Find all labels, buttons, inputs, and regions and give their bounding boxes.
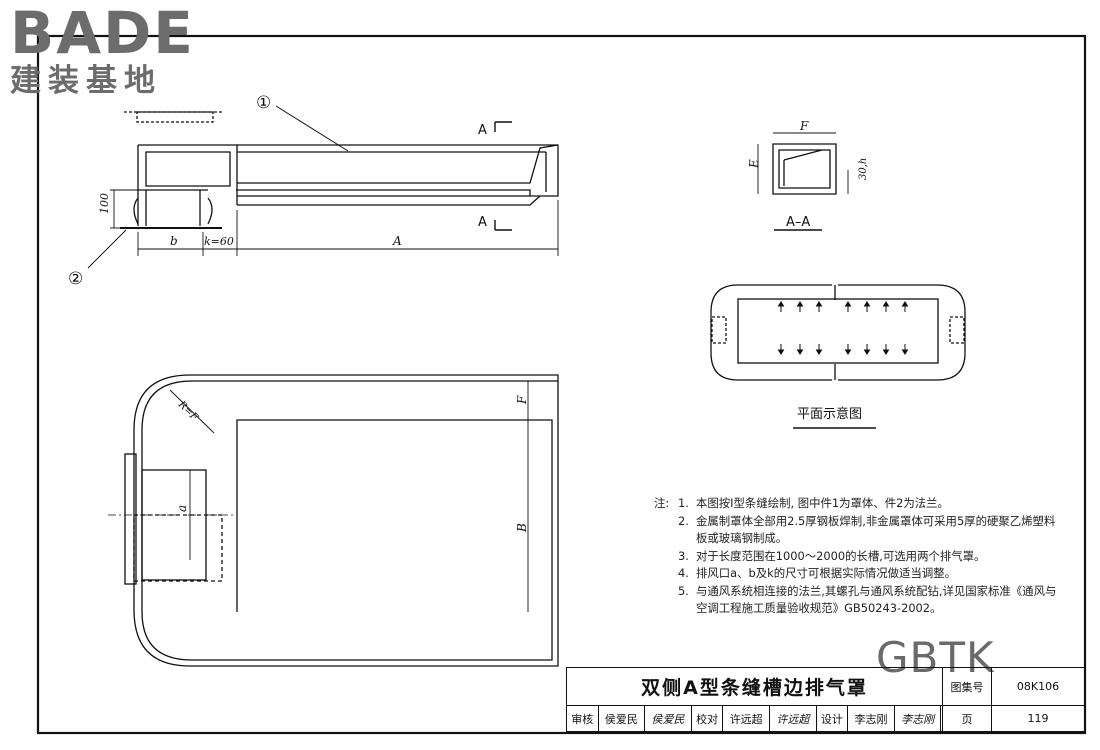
dim-F-section: F (799, 119, 809, 133)
notes-block: 注: 1. 本图按Ⅰ型条缝绘制, 图中件1为罩体、件2为法兰。 2. 金属制罩体全部用2… (654, 495, 1064, 618)
page-label: 页 (942, 705, 992, 732)
note-item: 5. 与通风系统相连接的法兰,其螺孔与通风系统配钻,详见国家标准《通风与空调工程施… (654, 583, 1064, 618)
note-number: 5. (678, 583, 689, 598)
plan-airflow-arrows (777, 301, 909, 355)
elevation-dimensions (110, 189, 559, 256)
atlas-number: 08K106 (991, 667, 1085, 706)
logo-subtitle: 建装基地 (10, 63, 162, 99)
note-number: 4. (678, 566, 689, 580)
airflow-arrowhead (901, 301, 909, 307)
section-mark-bottom: A (478, 215, 487, 230)
airflow-arrowhead (863, 301, 871, 307)
note-number: 3. (678, 548, 689, 563)
airflow-arrowhead (815, 301, 823, 307)
dim-F-plan: F (515, 395, 529, 405)
plan-sketch (710, 284, 966, 381)
logo-brand: BADE (10, 0, 195, 67)
dim-E-section: E (747, 159, 761, 169)
dim-100: 100 (98, 193, 111, 214)
note-item: 注: 1. 本图按Ⅰ型条缝绘制, 图中件1为罩体、件2为法兰。 (654, 495, 1064, 513)
note-item: 2. 金属制罩体全部用2.5厚钢板焊制,非金属罩体可采用5厚的硬聚乙烯塑料板或玻璃… (654, 513, 1064, 548)
note-item: 3. 对于长度范围在1000～2000的长槽,可选用两个排气罩。 (654, 548, 1064, 566)
dim-k: k=60 (204, 235, 234, 248)
designer-name: 李志刚 (847, 705, 895, 732)
airflow-arrowhead (815, 349, 823, 355)
dim-A: A (392, 234, 402, 248)
notes-heading: 注: (654, 496, 670, 510)
elevation-view (120, 111, 559, 229)
review-label: 审核 (566, 705, 599, 732)
note-item: 4. 排风口a、b及k的尺寸可根据实际情况做适当调整。 (654, 565, 1064, 583)
dim-a: a (175, 505, 189, 512)
design-label: 设计 (815, 705, 849, 732)
reviewer-signature: 侯爱民 (644, 705, 692, 732)
section-title: A–A (786, 215, 810, 230)
airflow-arrowhead (882, 349, 890, 355)
plan-title: 平面示意图 (797, 406, 862, 422)
note-number: 1. (678, 496, 689, 510)
designer-signature: 李志刚 (893, 705, 942, 732)
airflow-arrowhead (777, 349, 785, 355)
bade-logo: BADE 建装基地 (10, 4, 195, 98)
title-block: 双侧A型条缝槽边排气罩 图集号 08K106 审核 侯爱民 侯爱民 校对 许远超… (566, 667, 1085, 732)
note-text: 与通风系统相连接的法兰,其螺孔与通风系统配钻,详见国家标准《通风与空调工程施工质… (696, 583, 1057, 616)
drawing-title: 双侧A型条缝槽边排气罩 (566, 667, 943, 706)
notes-indent (654, 583, 678, 618)
checker-signature: 许远超 (769, 705, 817, 732)
check-label: 校对 (690, 705, 724, 732)
notes-indent (654, 565, 678, 583)
dim-30h: 30,h (858, 158, 869, 180)
airflow-arrowhead (901, 349, 909, 355)
note-number: 2. (678, 513, 689, 528)
notes-indent (654, 513, 678, 548)
notes-indent (654, 548, 678, 566)
airflow-arrowhead (777, 301, 785, 307)
page-number: 119 (991, 705, 1085, 732)
part-2-callout: ② (68, 269, 83, 289)
section-mark-top: A (478, 123, 487, 138)
note-text: 金属制罩体全部用2.5厚钢板焊制,非金属罩体可采用5厚的硬聚乙烯塑料板或玻璃钢制… (696, 513, 1056, 546)
airflow-arrowhead (863, 349, 871, 355)
part-1-callout: ① (256, 93, 271, 113)
reviewer-name: 侯爱民 (597, 705, 646, 732)
atlas-label: 图集号 (942, 667, 992, 706)
airflow-arrowhead (844, 349, 852, 355)
note-text: 对于长度范围在1000～2000的长槽,可选用两个排气罩。 (696, 548, 986, 563)
dim-b: b (170, 234, 178, 248)
dim-RF: R=F (175, 399, 200, 424)
airflow-arrowhead (796, 301, 804, 307)
airflow-arrowhead (844, 301, 852, 307)
part-1-leader (275, 105, 349, 152)
note-text: 本图按Ⅰ型条缝绘制, 图中件1为罩体、件2为法兰。 (696, 496, 949, 510)
plan-dimensions (189, 381, 529, 612)
part-2-leader (87, 229, 127, 269)
section-cut-marks (494, 121, 512, 231)
note-text: 排风口a、b及k的尺寸可根据实际情况做适当调整。 (696, 566, 957, 580)
dim-B: B (515, 523, 529, 533)
airflow-arrowhead (882, 301, 890, 307)
plan-view (108, 374, 559, 667)
airflow-arrowhead (796, 349, 804, 355)
checker-name: 许远超 (722, 705, 771, 732)
section-aa (757, 132, 849, 231)
drawing-frame (36, 34, 1087, 735)
